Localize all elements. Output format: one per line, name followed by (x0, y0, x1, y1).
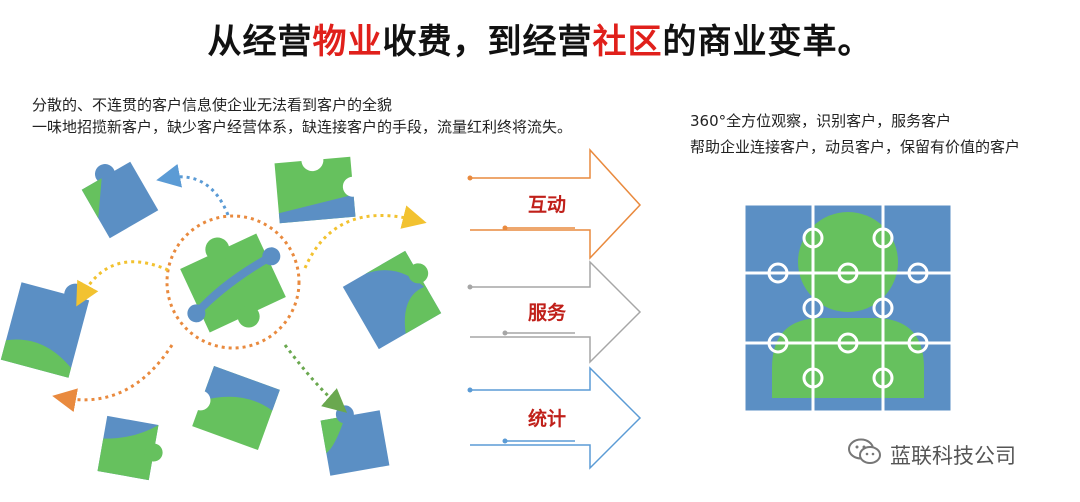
connector-to-topleft (156, 163, 230, 216)
right-description: 360°全方位观察，识别客户，服务客户 帮助企业连接客户，动员客户，保留有价值的… (690, 108, 1020, 160)
title-part-3: 的商业变革。 (662, 22, 873, 62)
title-part-2: 收费，到经营 (382, 22, 593, 62)
arrow-service (467, 260, 642, 364)
puzzle-piece-bottom-center (190, 365, 280, 451)
arrow-label-statistics: 统计 (528, 408, 567, 430)
right-description-line-1: 360°全方位观察，识别客户，服务客户 (690, 112, 952, 130)
connector-to-left (76, 260, 169, 307)
puzzle-piece-top (274, 149, 363, 224)
assembled-puzzle (742, 202, 954, 414)
puzzle-piece-left (0, 282, 90, 378)
left-description-line-1: 分散的、不连贯的客户信息使企业无法看到客户的全貌 (32, 96, 393, 114)
watermark: 蓝联科技公司 (848, 438, 1016, 471)
page-title: 从经营物业收费，到经营社区的商业变革。 (0, 14, 1080, 63)
watermark-text: 蓝联科技公司 (890, 443, 1016, 468)
puzzle-piece-right (342, 250, 442, 350)
person-body-shape (772, 318, 924, 398)
wechat-icon (848, 438, 882, 471)
arrow-label-interact: 互动 (528, 194, 567, 216)
arrow-label-service: 服务 (528, 302, 567, 324)
title-highlight-community: 社区 (592, 22, 663, 62)
arrow-interact (467, 148, 642, 260)
left-description-line-2: 一味地招揽新客户，缺少客户经营体系，缺连接客户的手段，流量红利终将流失。 (32, 118, 573, 136)
arrow-statistics (467, 366, 642, 470)
connector-to-bottomleft (52, 344, 174, 412)
connector-to-right (303, 205, 427, 269)
puzzle-piece-center (180, 233, 286, 333)
puzzle-piece-topleft (81, 161, 159, 239)
center-dotted-circle (165, 214, 301, 350)
right-description-line-2: 帮助企业连接客户，动员客户，保留有价值的客户 (690, 138, 1021, 156)
title-part-1: 从经营 (207, 22, 313, 62)
puzzle-piece-bottom-left (97, 415, 163, 481)
left-description: 分散的、不连贯的客户信息使企业无法看到客户的全貌 一味地招揽新客户，缺少客户经营… (32, 94, 572, 138)
puzzle-piece-bottom-right (320, 405, 390, 476)
title-highlight-property: 物业 (312, 22, 383, 62)
connector-to-bottomright (283, 344, 348, 413)
